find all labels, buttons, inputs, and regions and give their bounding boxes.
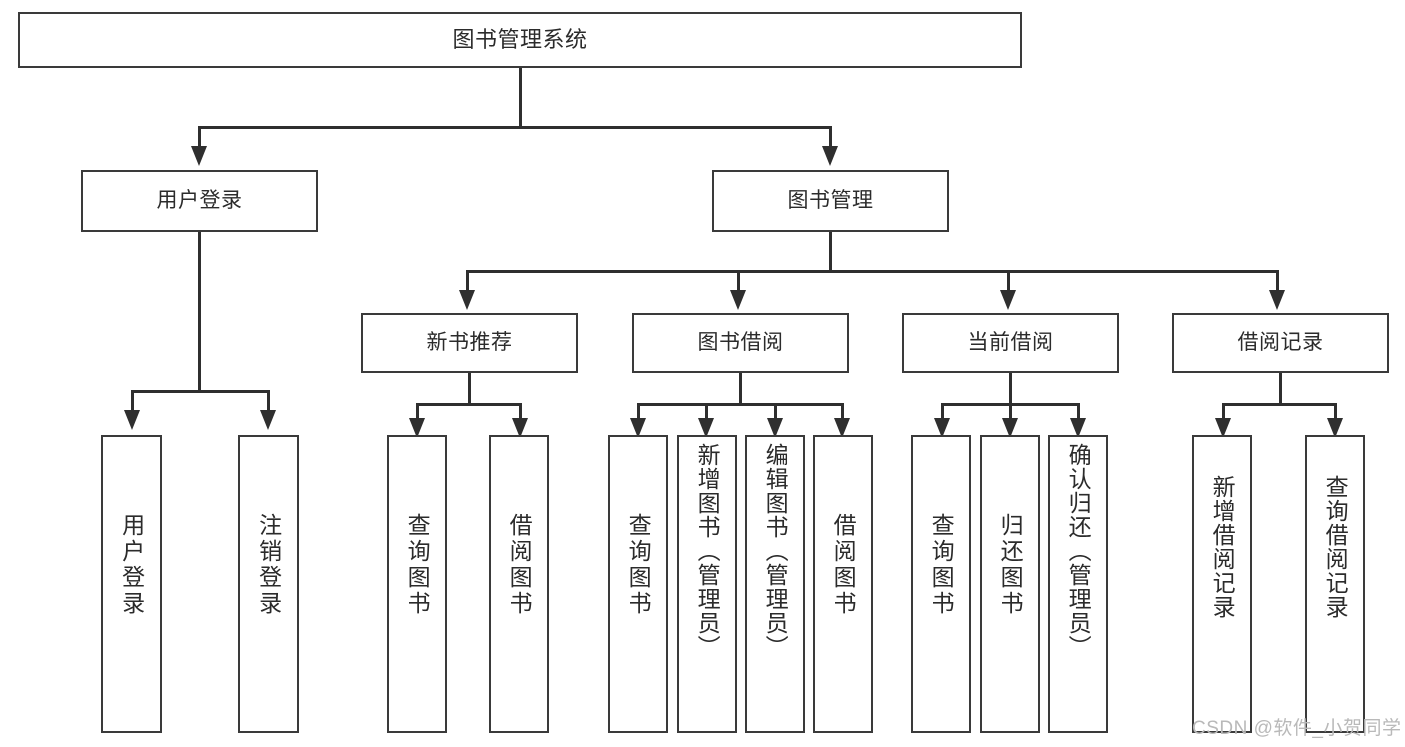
connector-drop-current-borrow: [1007, 270, 1010, 292]
leaf-return-book[interactable]: 归还图书: [980, 435, 1040, 733]
leaf-query-record[interactable]: 查询借阅记录: [1305, 435, 1365, 733]
connector-book-management-stem: [829, 232, 832, 272]
connector-drop-new-book-recommend: [466, 270, 469, 292]
node-label: 用户登录: [156, 188, 243, 212]
connector-level2-rail: [198, 126, 832, 129]
arrow-book-management: [822, 146, 838, 166]
node-current-borrow[interactable]: 当前借阅: [902, 313, 1119, 373]
node-book-management[interactable]: 图书管理: [712, 170, 949, 232]
node-label: 编辑图书（管理员）: [762, 443, 789, 659]
connector-drop-query-book-1: [416, 403, 419, 421]
arrow-leaf-logout-login: [260, 410, 276, 430]
connector-drop-return-book: [1009, 403, 1012, 421]
arrow-query-book-2: [630, 418, 646, 438]
connector-borrow-record-rail: [1222, 403, 1337, 406]
leaf-query-book-2[interactable]: 查询图书: [608, 435, 668, 733]
arrow-edit-book: [767, 418, 783, 438]
node-book-borrow[interactable]: 图书借阅: [632, 313, 849, 373]
arrow-book-borrow: [730, 290, 746, 310]
arrow-borrow-book-1: [512, 418, 528, 438]
node-label: 借阅图书: [506, 513, 533, 617]
connector-drop-leaf-logout-login: [267, 390, 270, 412]
leaf-add-book[interactable]: 新增图书（管理员）: [677, 435, 737, 733]
connector-borrow-record-stem: [1279, 373, 1282, 405]
connector-drop-add-record: [1222, 403, 1225, 421]
connector-user-login-rail: [131, 390, 267, 393]
connector-book-borrow-stem: [739, 373, 742, 405]
connector-drop-edit-book: [774, 403, 777, 421]
node-label: 用户登录: [118, 513, 145, 617]
connector-new-book-recommend-rail: [416, 403, 522, 406]
leaf-confirm-return[interactable]: 确认归还（管理员）: [1048, 435, 1108, 733]
node-label: 归还图书: [997, 513, 1024, 617]
connector-drop-borrow-book-1: [519, 403, 522, 421]
connector-level3-rail: [466, 270, 1276, 273]
connector-drop-confirm-return: [1077, 403, 1080, 421]
node-label: 新书推荐: [426, 330, 513, 354]
leaf-query-book-1[interactable]: 查询图书: [387, 435, 447, 733]
arrow-return-book: [1002, 418, 1018, 438]
node-label: 新增图书（管理员）: [694, 443, 721, 659]
leaf-query-book-3[interactable]: 查询图书: [911, 435, 971, 733]
node-label: 图书借阅: [697, 330, 784, 354]
connector-root-stem: [519, 68, 522, 126]
node-label: 确认归还（管理员）: [1065, 443, 1092, 659]
node-user-login[interactable]: 用户登录: [81, 170, 318, 232]
connector-drop-borrow-book-2: [841, 403, 844, 421]
leaf-borrow-book-1[interactable]: 借阅图书: [489, 435, 549, 733]
arrow-borrow-book-2: [834, 418, 850, 438]
connector-drop-borrow-record: [1276, 270, 1279, 292]
connector-current-borrow-stem: [1009, 373, 1012, 405]
node-label: 新增借阅记录: [1209, 475, 1236, 619]
connector-drop-add-book: [705, 403, 708, 421]
leaf-add-record[interactable]: 新增借阅记录: [1192, 435, 1252, 733]
connector-drop-query-book-2: [637, 403, 640, 421]
connector-book-borrow-rail: [637, 403, 843, 406]
arrow-new-book-recommend: [459, 290, 475, 310]
node-label: 查询图书: [404, 513, 431, 617]
node-new-book-recommend[interactable]: 新书推荐: [361, 313, 578, 373]
connector-new-book-recommend-stem: [468, 373, 471, 405]
arrow-query-book-1: [409, 418, 425, 438]
connector-drop-query-book-3: [941, 403, 944, 421]
connector-drop-book-borrow: [737, 270, 740, 292]
connector-drop-user-login: [198, 126, 201, 148]
arrow-query-book-3: [934, 418, 950, 438]
arrow-borrow-record: [1269, 290, 1285, 310]
csdn-watermark: CSDN @软件_小贺同学: [1192, 718, 1402, 739]
node-label: 图书管理系统: [452, 27, 588, 53]
arrow-current-borrow: [1000, 290, 1016, 310]
leaf-borrow-book-2[interactable]: 借阅图书: [813, 435, 873, 733]
node-label: 借阅记录: [1237, 330, 1324, 354]
node-book-management-system[interactable]: 图书管理系统: [18, 12, 1022, 68]
arrow-user-login: [191, 146, 207, 166]
node-label: 查询图书: [928, 513, 955, 617]
node-borrow-record[interactable]: 借阅记录: [1172, 313, 1389, 373]
leaf-logout-login[interactable]: 注销登录: [238, 435, 299, 733]
connector-user-login-stem: [198, 232, 201, 390]
node-label: 借阅图书: [830, 513, 857, 617]
node-label: 注销登录: [255, 513, 282, 617]
connector-drop-book-management: [829, 126, 832, 148]
leaf-user-login[interactable]: 用户登录: [101, 435, 162, 733]
node-label: 查询借阅记录: [1322, 475, 1349, 619]
node-label: 查询图书: [625, 513, 652, 617]
arrow-add-book: [698, 418, 714, 438]
leaf-edit-book[interactable]: 编辑图书（管理员）: [745, 435, 805, 733]
connector-drop-leaf-user-login: [131, 390, 134, 412]
node-label: 当前借阅: [967, 330, 1054, 354]
arrow-add-record: [1215, 418, 1231, 438]
arrow-confirm-return: [1070, 418, 1086, 438]
node-label: 图书管理: [787, 188, 874, 212]
arrow-query-record: [1327, 418, 1343, 438]
connector-drop-query-record: [1334, 403, 1337, 421]
arrow-leaf-user-login: [124, 410, 140, 430]
